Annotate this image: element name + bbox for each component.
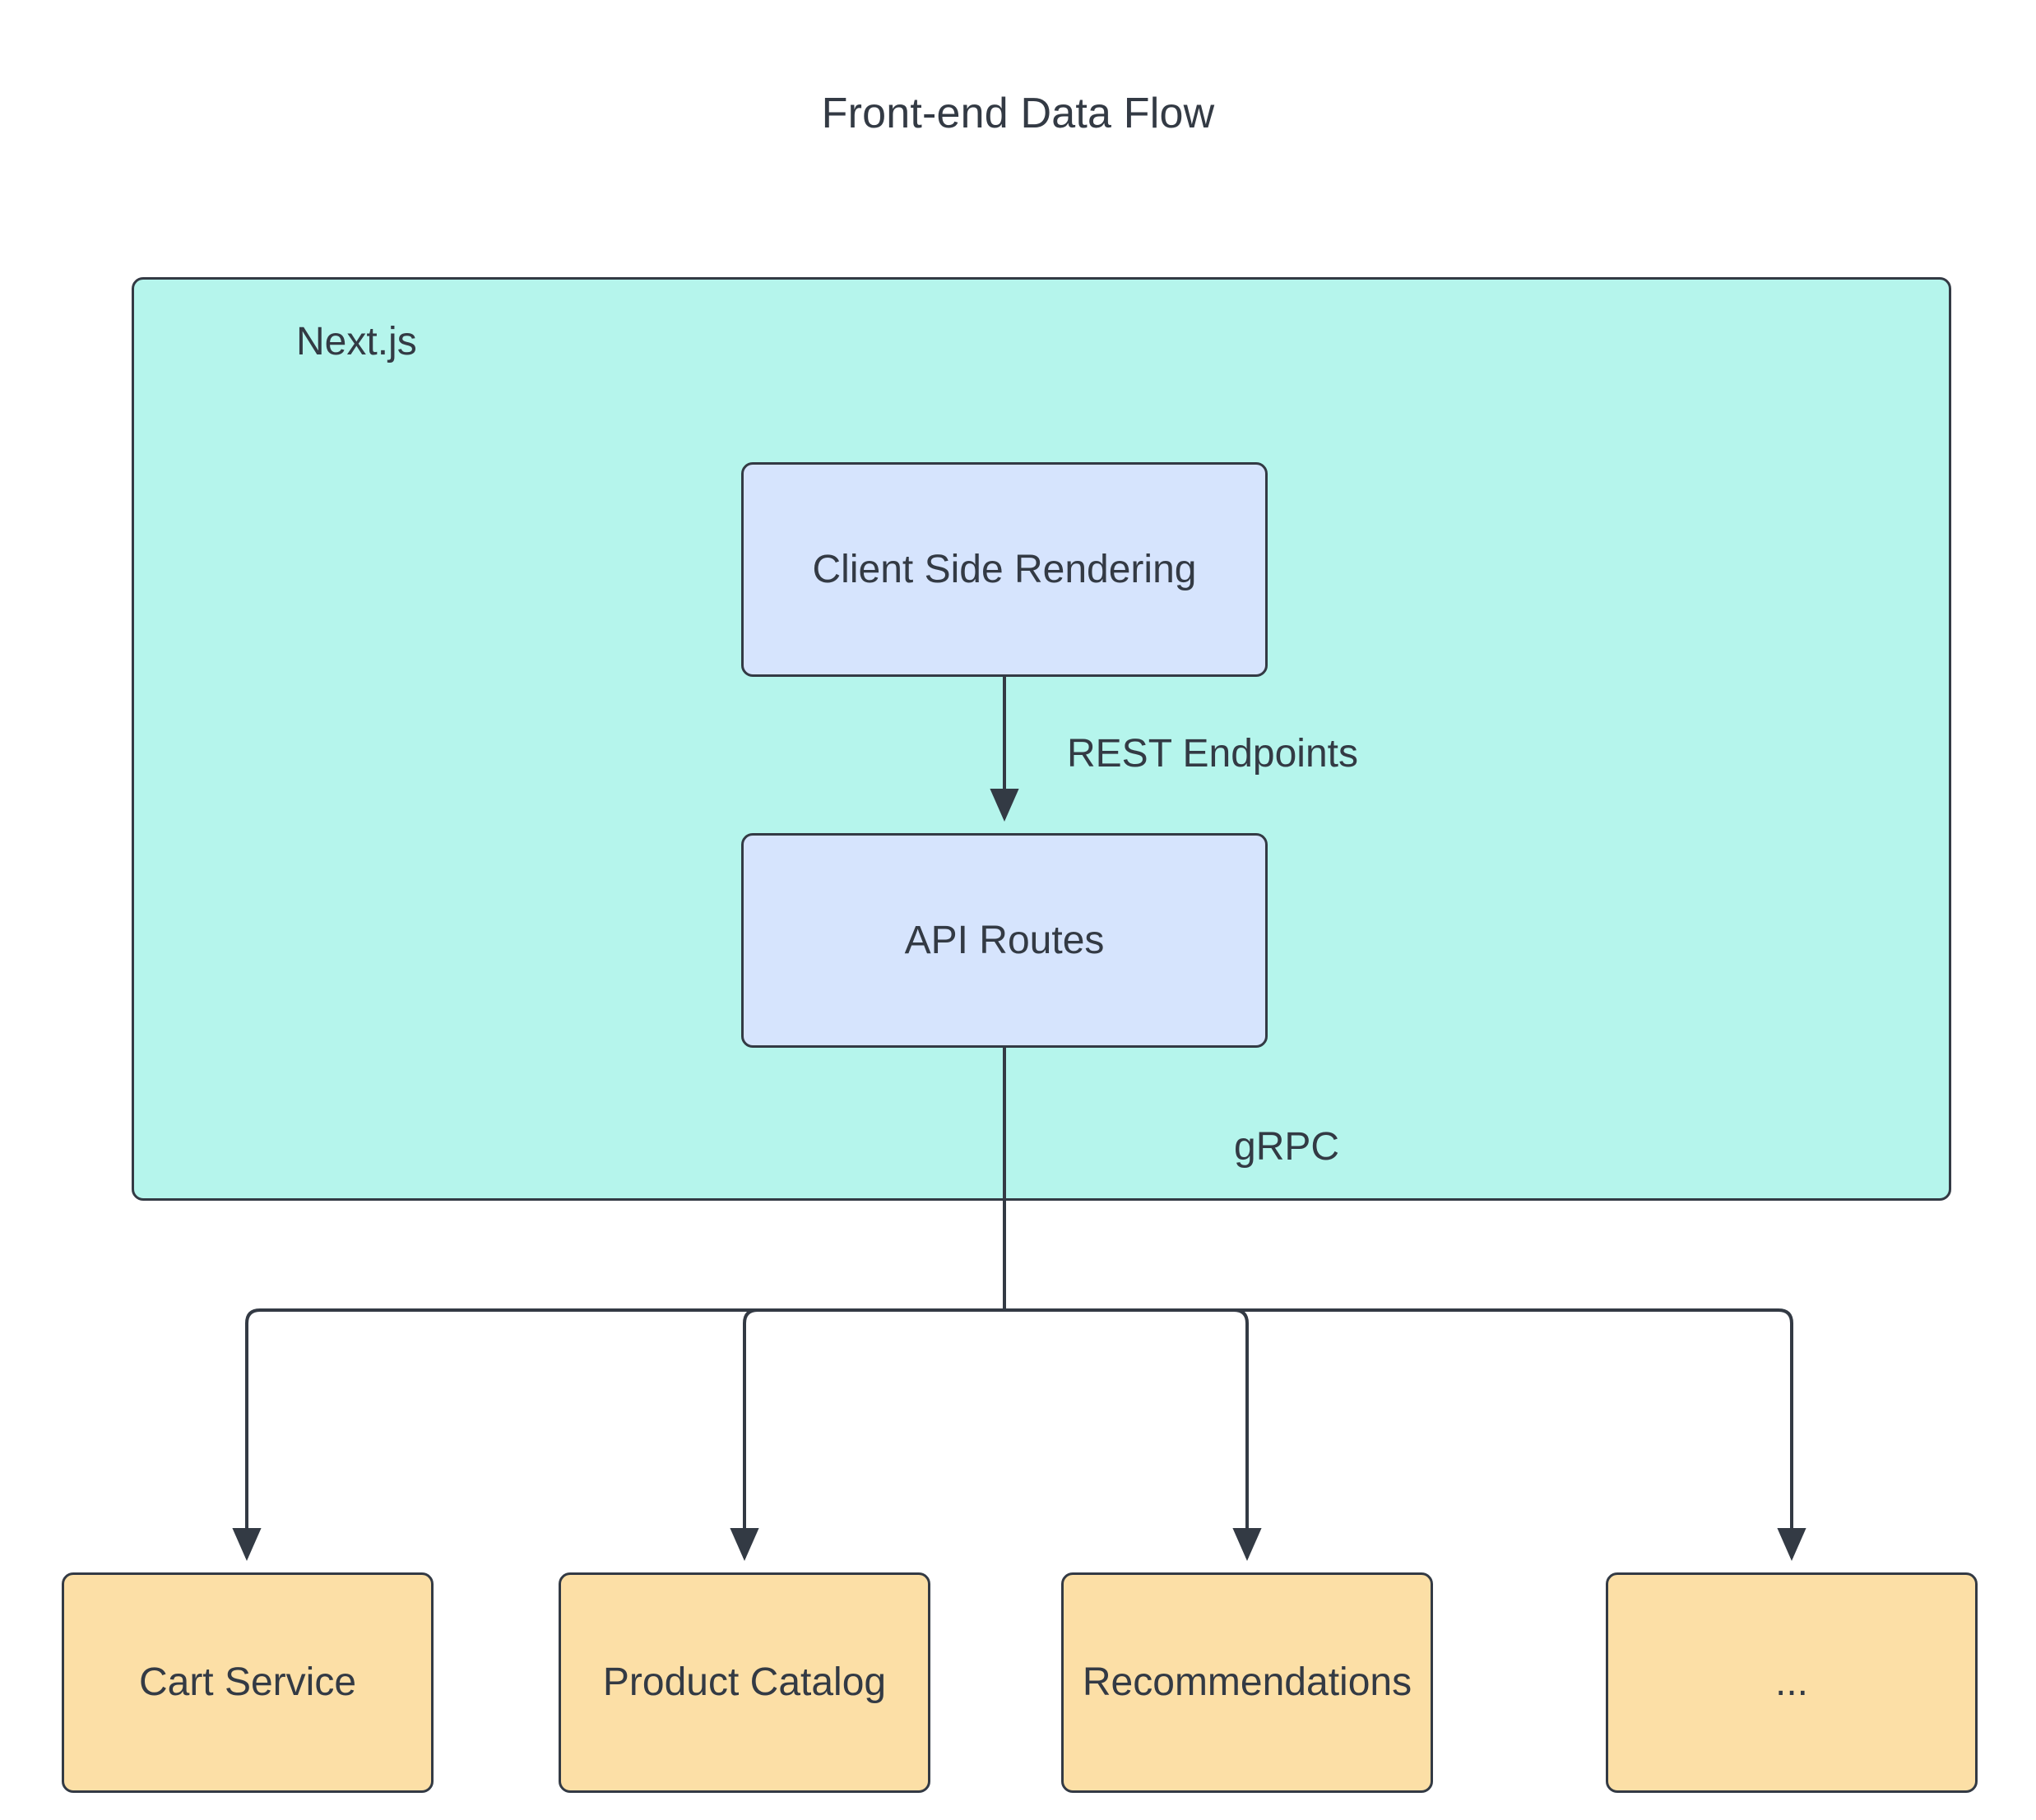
page-title: Front-end Data Flow [821, 90, 1215, 137]
node-product-catalog[interactable]: Product Catalog [559, 1572, 930, 1793]
node-recommendations[interactable]: Recommendations [1061, 1572, 1433, 1793]
cluster-nextjs [132, 277, 1951, 1201]
node-label: API Routes [904, 918, 1105, 962]
node-cart-service[interactable]: Cart Service [62, 1572, 434, 1793]
edge-label-grpc: gRPC [1234, 1125, 1340, 1169]
edge-api-to-catalog [730, 1308, 1004, 1561]
node-client-side-rendering[interactable]: Client Side Rendering [741, 462, 1268, 677]
node-label: Cart Service [138, 1660, 357, 1705]
edge-api-to-more [1004, 1308, 1806, 1561]
node-api-routes[interactable]: API Routes [741, 833, 1268, 1048]
cluster-label-nextjs: Next.js [296, 320, 417, 364]
node-label: Product Catalog [602, 1660, 887, 1705]
node-label: Client Side Rendering [812, 547, 1197, 591]
node-more-services[interactable]: ... [1606, 1572, 1978, 1793]
edge-label-rest-endpoints: REST Endpoints [1067, 732, 1358, 776]
edge-api-to-cart [232, 1308, 1004, 1561]
edge-api-to-recommendations [1004, 1308, 1262, 1561]
node-label: Recommendations [1082, 1660, 1412, 1705]
node-label: ... [1774, 1660, 1808, 1705]
